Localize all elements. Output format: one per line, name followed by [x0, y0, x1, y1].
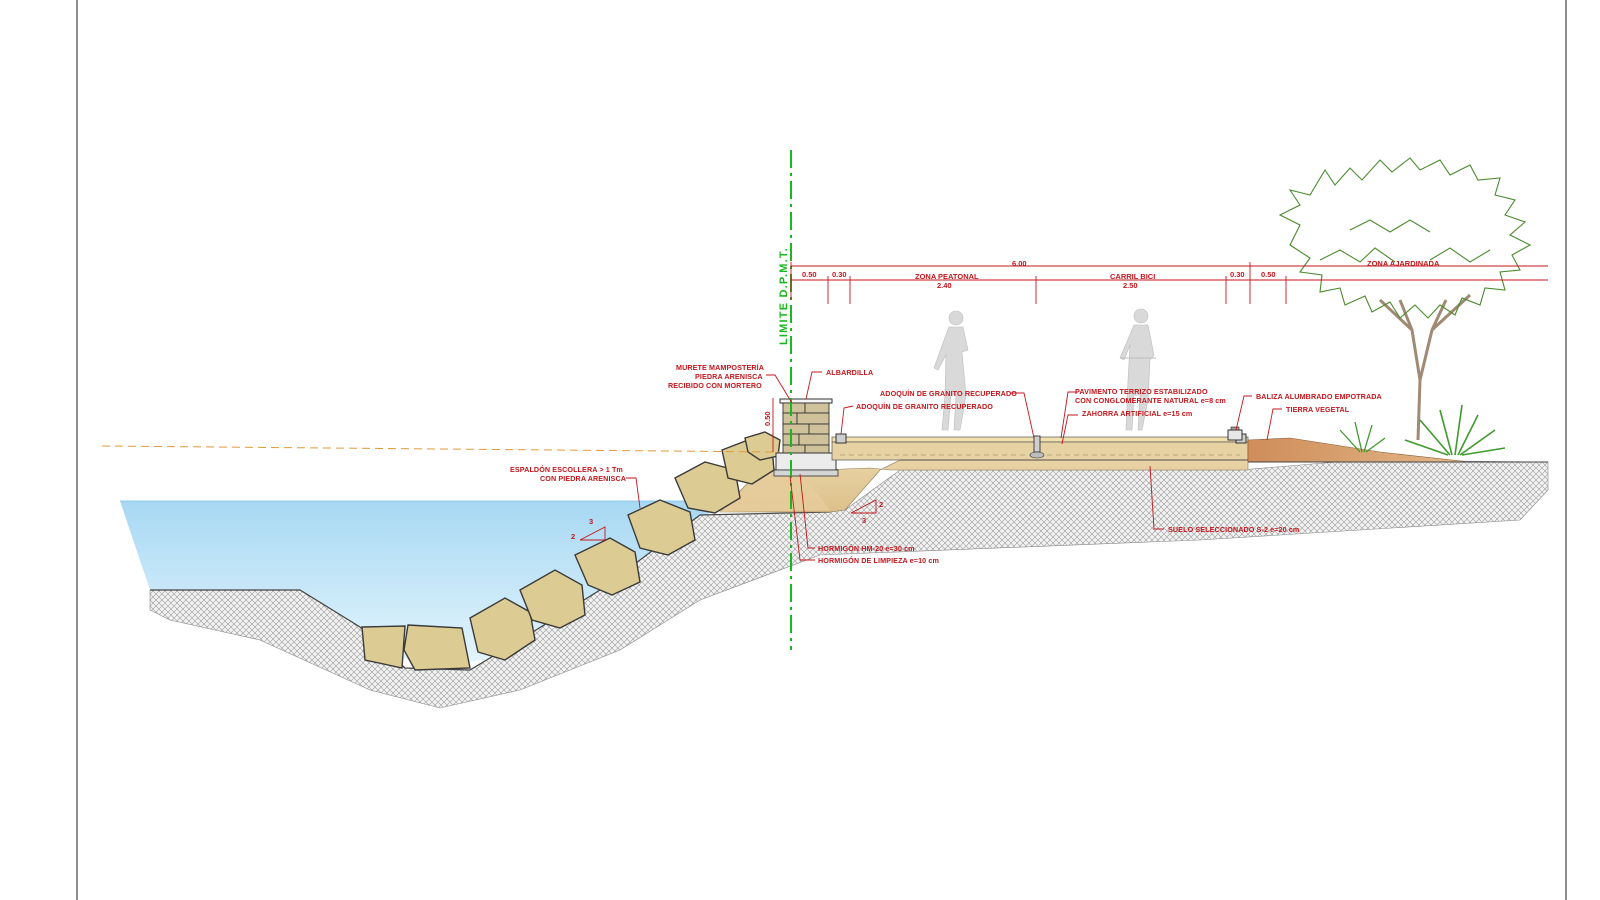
annotation-tierra: TIERRA VEGETAL: [1286, 405, 1350, 414]
dim-0-50-right: 0.50: [1261, 270, 1276, 279]
svg-text:2: 2: [879, 500, 883, 509]
cleaning-concrete: [773, 469, 839, 477]
annotation-leaders: [626, 371, 1282, 561]
dim-total: 6.00: [1012, 259, 1027, 268]
middle-separator: [1033, 435, 1041, 453]
annotation-suelo: SUELO SELECCIONADO S-2 e=20 cm: [1168, 525, 1299, 534]
dim-0-30-right: 0.30: [1230, 270, 1245, 279]
annotation-albardilla: ALBARDILLA: [826, 368, 873, 377]
tree-illustration: [1278, 157, 1532, 441]
svg-text:3: 3: [589, 517, 593, 526]
dim-zona-ajardinada: ZONA AJARDINADA: [1367, 259, 1440, 268]
svg-text:PAVIMENTO TERRIZO ESTABILIZADO: PAVIMENTO TERRIZO ESTABILIZADO: [1075, 387, 1208, 396]
annotation-baliza: BALIZA ALUMBRADO EMPOTRADA: [1256, 392, 1382, 401]
reference-level-line: [101, 445, 781, 453]
shrub-small: [1339, 421, 1386, 453]
annotation-pavimento: PAVIMENTO TERRIZO ESTABILIZADO CON CONGL…: [1075, 387, 1226, 405]
annotation-adoquin-2: ADOQUÍN DE GRANITO RECUPERADO: [856, 402, 993, 411]
dim-zona-peatonal-value: 2.40: [937, 281, 952, 290]
dim-zona-peatonal: ZONA PEATONAL: [915, 272, 979, 281]
annotation-hormigon-limpieza: HORMIGÓN DE LIMPIEZA e=10 cm: [818, 556, 939, 565]
svg-text:MURETE MAMPOSTERÍA: MURETE MAMPOSTERÍA: [676, 363, 764, 372]
annotation-hormigon-hm: HORMIGÓN HM-20 e=30 cm: [818, 544, 915, 553]
dim-carril-bici-value: 2.50: [1123, 281, 1138, 290]
svg-text:PIEDRA ARENISCA: PIEDRA ARENISCA: [695, 372, 763, 381]
dim-0-30-left: 0.30: [832, 270, 847, 279]
concrete-foundation: [775, 452, 837, 471]
svg-text:RECIBIDO CON MORTERO: RECIBIDO CON MORTERO: [668, 381, 762, 390]
svg-text:ESPALDÓN ESCOLLERA > 1 Tm: ESPALDÓN ESCOLLERA > 1 Tm: [510, 465, 623, 474]
light-beacon: [1227, 426, 1243, 441]
dpmt-limit-label: LIMITE D.P.M.T.: [778, 247, 790, 345]
svg-text:2: 2: [571, 532, 575, 541]
svg-text:CON CONGLOMERANTE NATURAL e=8: CON CONGLOMERANTE NATURAL e=8 cm: [1075, 396, 1226, 405]
svg-text:CON PIEDRA ARENISCA: CON PIEDRA ARENISCA: [540, 474, 626, 483]
masonry-wall: [779, 398, 833, 454]
slope-indicator-left: 3 2: [571, 517, 606, 541]
granite-curb-left: [835, 433, 847, 444]
annotation-espaldon: ESPALDÓN ESCOLLERA > 1 Tm CON PIEDRA ARE…: [510, 465, 626, 483]
dimension-chain: [790, 262, 1548, 304]
dim-0-50-left: 0.50: [802, 270, 817, 279]
shrub-large: [1404, 404, 1506, 456]
slope-indicator-right: 2 3: [850, 499, 883, 525]
pedestrian-figure: [933, 310, 969, 431]
svg-text:3: 3: [862, 516, 866, 525]
dim-carril-bici: CARRIL BICI: [1110, 272, 1155, 281]
annotation-zahorra: ZAHORRA ARTIFICIAL e=15 cm: [1082, 409, 1192, 418]
cyclist-figure: [1119, 308, 1156, 431]
annotation-murete: MURETE MAMPOSTERÍA PIEDRA ARENISCA RECIB…: [668, 363, 764, 390]
fill-slope: [720, 470, 830, 512]
rockfill-breakwater: [361, 431, 781, 671]
annotation-adoquin-1: ADOQUÍN DE GRANITO RECUPERADO: [880, 389, 1017, 398]
middle-separator-base: [1029, 451, 1045, 459]
dim-wall-height: 0.50: [763, 411, 772, 426]
